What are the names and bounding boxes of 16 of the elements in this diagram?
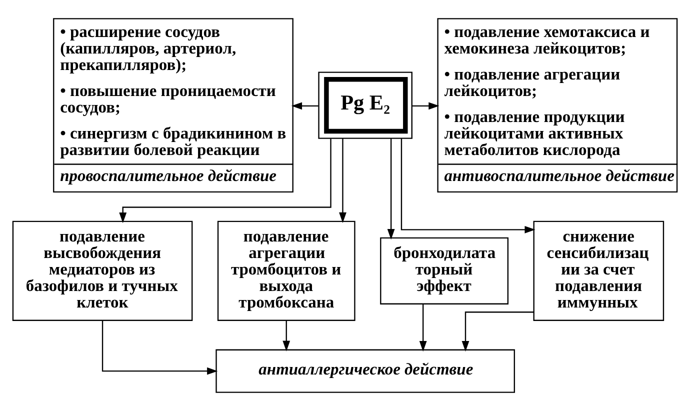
arrow — [282, 320, 290, 352]
arrow — [462, 312, 534, 352]
arrow — [400, 138, 536, 234]
arrow — [291, 102, 318, 110]
node-box: подавление высвобождения медиаторов из базофилов и тучных клеток — [12, 220, 193, 321]
node-box: подавление агрегации тромбоцитов и выхода тромбоксана — [217, 220, 356, 321]
node-box: бронходилата торный эффект — [380, 237, 508, 304]
arrow — [119, 138, 332, 224]
arrow — [339, 138, 346, 223]
arrow — [412, 102, 440, 110]
node-box: Pg E₂ — [318, 72, 412, 139]
node-box: антиаллергическое действие — [216, 349, 515, 393]
arrow — [102, 320, 218, 375]
arrow — [419, 304, 427, 352]
arrow — [387, 138, 395, 240]
node-box: снижение сенсибилизац ии за счет подавления иммунных — [533, 220, 664, 321]
